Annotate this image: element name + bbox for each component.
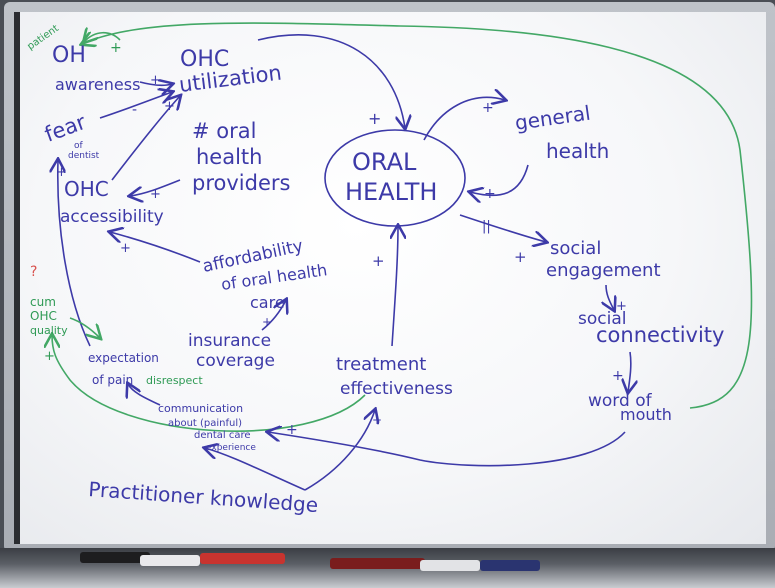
- label-providers: providers: [192, 171, 290, 195]
- polarity-minus: -: [132, 102, 137, 118]
- arrow-treatment-to-oral-health: [392, 226, 398, 347]
- polarity-plus: +: [262, 315, 272, 329]
- polarity-plus: +: [616, 299, 627, 314]
- arrow-connectivity-to-word-of-mouth: [628, 351, 631, 392]
- label-social: social: [550, 238, 601, 259]
- marker-black: [80, 552, 150, 563]
- arrow-providers-to-accessibility: [130, 179, 181, 196]
- arrow-general-health-to-oral-health: [470, 164, 529, 195]
- label-experience: experience: [206, 443, 256, 453]
- arrow-insurance-to-affordability: [261, 300, 286, 331]
- label-of: of: [74, 141, 84, 151]
- polarity-plus: +: [120, 241, 131, 256]
- label-care: care: [250, 293, 285, 312]
- label-practitioner-knowledge: Practitioner knowledge: [88, 477, 319, 517]
- polarity-plus: +: [612, 368, 624, 384]
- label-disrespect: disrespect: [146, 374, 203, 387]
- label-quality: quality: [30, 324, 68, 337]
- polarity-plus: +: [150, 73, 161, 88]
- polarity-signs: + + - + + + + + + + + + + + + + + +: [44, 40, 627, 438]
- label-dentist: dentist: [68, 151, 100, 161]
- label-word-of: word of: [588, 391, 653, 411]
- polarity-plus: +: [482, 100, 494, 116]
- arrow-oral-health-to-social-engagement: [459, 214, 546, 242]
- arrow-word-of-mouth-to-oh-awareness: [82, 22, 753, 409]
- arrow-awareness-to-oh: [84, 33, 121, 42]
- marker-white: [140, 555, 200, 566]
- polarity-plus: +: [372, 413, 382, 427]
- polarity-plus: +: [56, 165, 67, 180]
- label-treatment: treatment: [336, 354, 426, 375]
- label-social-2: social: [578, 309, 626, 329]
- label-effectiveness: effectiveness: [340, 379, 453, 399]
- label-accessibility: accessibility: [60, 207, 164, 227]
- arrow-cum-quality-to-expectation: [69, 317, 100, 338]
- label-awareness: awareness: [55, 75, 140, 94]
- label-dental-care: dental care: [194, 430, 251, 441]
- arrow-accessibility-to-utilization: [111, 96, 180, 181]
- polarity-plus: +: [484, 186, 496, 202]
- marker-tray: [0, 548, 775, 588]
- node-labels: patient OH awareness OHC utilization fea…: [25, 23, 724, 517]
- label-question: ?: [30, 264, 37, 280]
- label-of-pain: of pain: [92, 373, 133, 387]
- arrows: [52, 22, 753, 491]
- arrow-affordability-to-accessibility: [110, 232, 201, 263]
- label-general: general: [513, 101, 592, 135]
- label-general-health: health: [546, 139, 609, 163]
- arrow-engagement-to-connectivity: [606, 284, 614, 310]
- label-mouth: mouth: [620, 405, 672, 424]
- oral-health-ellipse: [324, 129, 466, 227]
- arrow-oral-health-to-general-health: [423, 97, 505, 141]
- arrow-communication-to-expectation: [128, 384, 161, 406]
- label-health-line: health: [196, 145, 262, 169]
- arrow-treatment-to-cum-ohc-quality: [52, 335, 366, 432]
- polarity-plus: +: [372, 252, 385, 270]
- label-ohc-green: OHC: [30, 309, 57, 323]
- polarity-plus: +: [44, 349, 55, 364]
- label-num-oral: # oral: [192, 119, 256, 143]
- arrow-practitioner-to-communication: [205, 448, 306, 491]
- marker-white-2: [420, 560, 480, 571]
- label-coverage: coverage: [196, 351, 275, 371]
- label-ohc-2: OHC: [64, 177, 109, 201]
- label-expectation: expectation: [88, 351, 159, 365]
- label-oral: ORAL: [352, 148, 417, 176]
- label-ohc: OHC: [180, 47, 229, 72]
- marker-blue: [480, 560, 540, 571]
- label-about-painful: about (painful): [168, 418, 242, 429]
- marker-red: [200, 553, 285, 564]
- polarity-plus: +: [164, 99, 175, 114]
- polarity-plus: +: [514, 248, 527, 266]
- label-connectivity: connectivity: [596, 323, 724, 347]
- label-cum: cum: [30, 295, 56, 309]
- label-oh: OH: [52, 43, 86, 68]
- label-communication: communication: [158, 402, 243, 415]
- arrow-awareness-to-utilization: [139, 82, 172, 85]
- polarity-plus: +: [150, 187, 161, 202]
- arrow-expectation-to-fear: [58, 160, 91, 347]
- polarity-plus: +: [286, 422, 298, 438]
- label-health: HEALTH: [345, 178, 437, 206]
- whiteboard: [14, 12, 766, 544]
- polarity-plus: +: [368, 109, 381, 128]
- delay-mark: ||: [482, 219, 491, 234]
- polarity-plus: +: [110, 40, 122, 56]
- arrow-practitioner-to-treatment: [304, 410, 375, 491]
- label-insurance: insurance: [188, 331, 271, 351]
- arrow-ohc-utilization-to-oral-health: [257, 34, 405, 128]
- marker-dark-red: [330, 558, 425, 569]
- arrow-word-of-mouth-to-communication: [268, 432, 626, 467]
- label-engagement: engagement: [546, 260, 661, 281]
